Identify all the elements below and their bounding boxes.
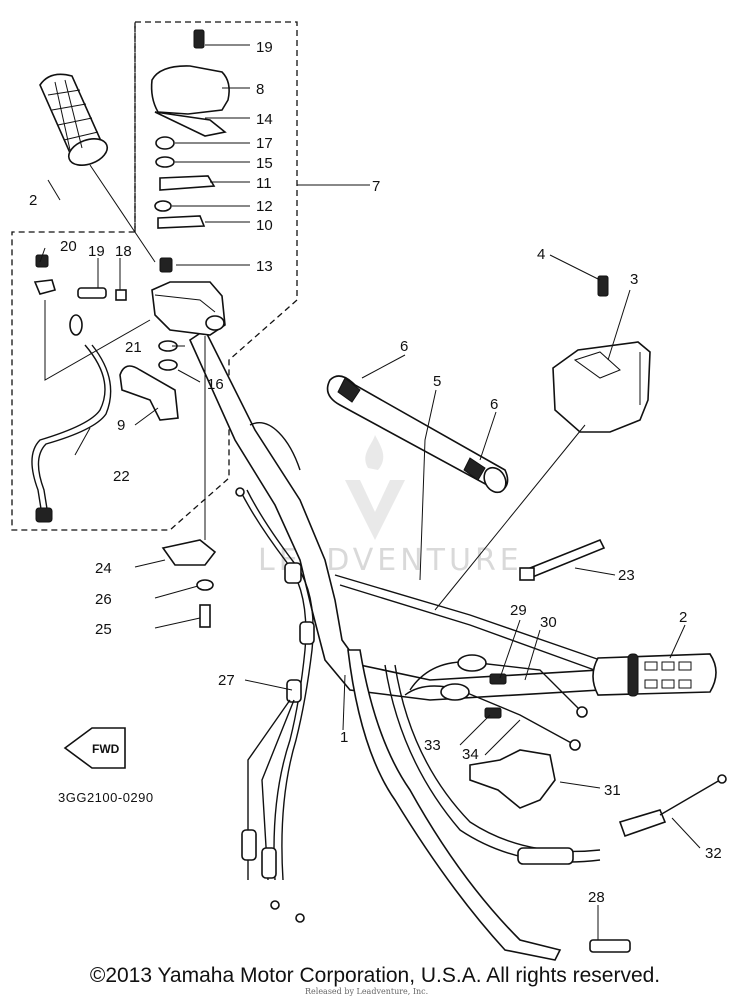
callout-19b: 19	[88, 243, 105, 260]
choke-lever	[119, 340, 179, 421]
callout-3: 3	[630, 271, 638, 288]
callout-6b: 6	[490, 396, 498, 413]
callout-33: 33	[424, 737, 441, 754]
leader-lines	[39, 44, 701, 940]
callout-2b: 2	[679, 609, 687, 626]
hardware-stack	[154, 136, 216, 273]
right-grip	[592, 653, 717, 697]
fwd-label: FWD	[92, 742, 120, 756]
callout-18: 18	[115, 243, 132, 260]
callout-34: 34	[462, 746, 479, 763]
callout-25: 25	[95, 621, 112, 638]
callout-22: 22	[113, 468, 130, 485]
callout-26: 26	[95, 591, 112, 608]
left-switch-body	[33, 254, 226, 336]
throttle-cable	[235, 487, 315, 923]
cable-tie	[519, 538, 606, 581]
callout-27: 27	[218, 672, 235, 689]
callout-1: 1	[340, 729, 348, 746]
callout-32: 32	[705, 845, 722, 862]
callout-29: 29	[510, 602, 527, 619]
watermark-logo	[345, 435, 405, 540]
right-switch-housing	[552, 275, 651, 433]
callout-30: 30	[540, 614, 557, 631]
callout-21: 21	[125, 339, 142, 356]
callout-14: 14	[256, 111, 273, 128]
callout-10: 10	[256, 217, 273, 234]
callout-15: 15	[256, 155, 273, 172]
switch-assembly-outline	[11, 21, 298, 531]
callout-5: 5	[433, 373, 441, 390]
callout-8: 8	[256, 81, 264, 98]
callout-12: 12	[256, 198, 273, 215]
switch-wire	[31, 344, 112, 523]
callout-labels: 19 8 14 17 15 11 12 10 13 7 2 20 19 18 2…	[29, 39, 722, 906]
fwd-arrow	[63, 727, 126, 769]
throttle-tube	[326, 375, 509, 494]
copyright-notice: ©2013 Yamaha Motor Corporation, U.S.A. A…	[89, 964, 661, 987]
callout-31: 31	[604, 782, 621, 799]
handlebar	[188, 328, 601, 701]
switch-cover	[150, 29, 230, 137]
callout-23: 23	[618, 567, 635, 584]
callout-4: 4	[537, 246, 545, 263]
brake-switch	[469, 749, 556, 809]
callout-9: 9	[117, 417, 125, 434]
release-credit: Released by Leadventure, Inc.	[305, 987, 429, 996]
callout-19a: 19	[256, 39, 273, 56]
callout-6a: 6	[400, 338, 408, 355]
callout-13: 13	[256, 258, 273, 275]
callout-7: 7	[372, 178, 380, 195]
callout-24: 24	[95, 560, 112, 577]
callout-28: 28	[588, 889, 605, 906]
callout-16: 16	[207, 376, 224, 393]
callout-20: 20	[60, 238, 77, 255]
left-grip	[39, 73, 109, 166]
lower-bracket	[161, 539, 217, 628]
callout-17: 17	[256, 135, 273, 152]
drawing-code: 3GG2100-0290	[58, 790, 154, 805]
callout-2a: 2	[29, 192, 37, 209]
callout-11: 11	[256, 175, 272, 192]
brake-cables	[347, 649, 727, 961]
